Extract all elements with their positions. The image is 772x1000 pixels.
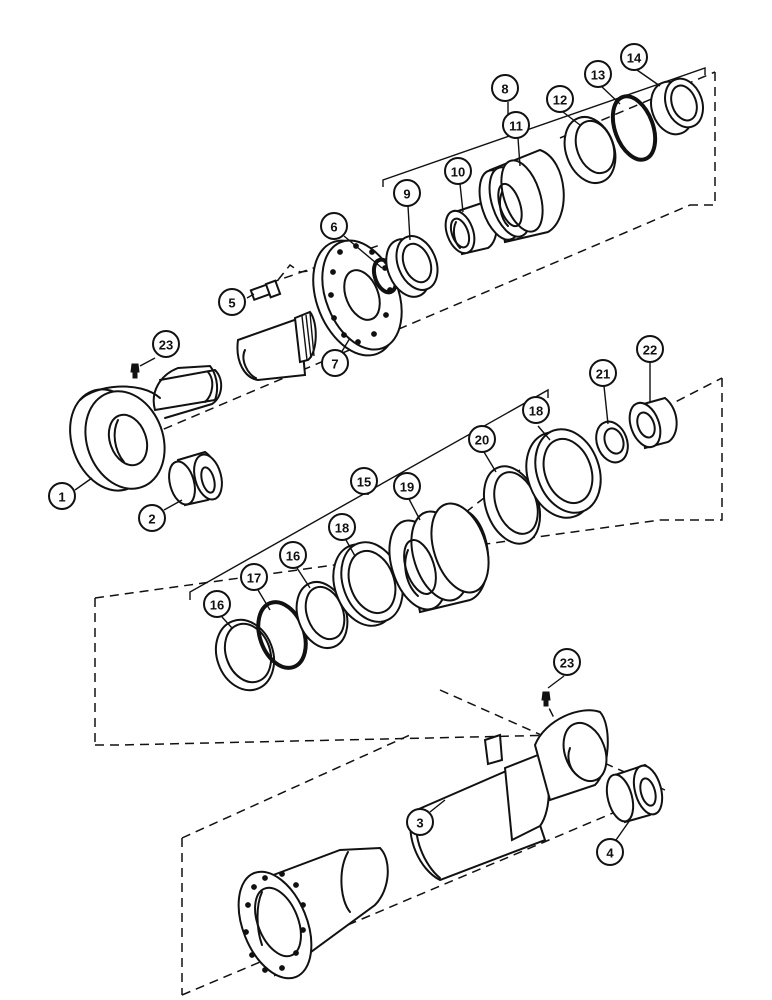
flange-part-7: [312, 239, 403, 357]
ring-part-14: [650, 77, 704, 136]
callout-15: 15: [350, 467, 378, 495]
svg-text:21: 21: [596, 367, 610, 382]
svg-text:18: 18: [335, 521, 349, 536]
callout-7: 7: [321, 349, 349, 377]
svg-text:20: 20: [475, 433, 489, 448]
cylinder-head-end: [237, 846, 389, 980]
bushing-part-4: [605, 763, 664, 824]
ring-part-9: [385, 235, 439, 298]
callout-12: 12: [546, 85, 574, 113]
svg-text:3: 3: [416, 816, 423, 831]
callout-18-lower: 18: [328, 513, 356, 541]
callout-23-top: 23: [152, 330, 180, 358]
svg-text:8: 8: [501, 82, 508, 97]
callout-14: 14: [620, 43, 648, 71]
callout-5: 5: [218, 288, 246, 316]
rod-eye-part-1: [69, 364, 223, 492]
o-ring-part-13: [610, 94, 658, 162]
svg-text:14: 14: [627, 51, 642, 66]
svg-text:22: 22: [643, 343, 657, 358]
callout-8: 8: [491, 74, 519, 102]
nut-part-22: [628, 396, 678, 450]
callout-21: 21: [589, 359, 617, 387]
svg-text:1: 1: [58, 490, 65, 505]
piston-part-19: [388, 502, 490, 614]
wear-ring-part-18-lower: [332, 541, 404, 627]
callout-19: 19: [393, 472, 421, 500]
svg-text:4: 4: [606, 846, 614, 861]
callout-2: 2: [138, 504, 166, 532]
svg-text:12: 12: [553, 93, 567, 108]
svg-text:10: 10: [451, 165, 465, 180]
svg-text:6: 6: [330, 220, 337, 235]
callout-13: 13: [584, 60, 612, 88]
bushing-part-2: [168, 450, 223, 507]
assembly-dashed-lines: [94, 71, 723, 996]
svg-text:15: 15: [357, 475, 371, 490]
callout-3: 3: [406, 808, 434, 836]
callout-18-upper: 18: [522, 396, 550, 424]
wear-ring-part-18-upper: [525, 428, 602, 519]
svg-text:23: 23: [159, 338, 173, 353]
callout-1: 1: [48, 482, 76, 510]
svg-text:5: 5: [228, 296, 235, 311]
svg-text:16: 16: [286, 549, 300, 564]
svg-text:16: 16: [210, 598, 224, 613]
ring-part-16-left: [214, 618, 276, 692]
callout-leaders: [74, 69, 661, 841]
callout-16-right: 16: [279, 541, 307, 569]
svg-text:9: 9: [403, 187, 410, 202]
callout-10: 10: [444, 157, 472, 185]
grease-fitting-part-23-bottom: [541, 691, 551, 707]
piston-rod: [236, 310, 317, 382]
grease-fitting-part-23-top: [130, 363, 140, 379]
callout-16-left: 16: [203, 590, 231, 618]
svg-text:19: 19: [400, 480, 414, 495]
callout-22: 22: [636, 335, 664, 363]
callout-6: 6: [320, 212, 348, 240]
gland-part-11: [478, 148, 565, 244]
svg-text:7: 7: [331, 357, 338, 372]
svg-text:23: 23: [560, 656, 574, 671]
callout-11: 11: [502, 111, 530, 139]
callout-9: 9: [393, 179, 421, 207]
svg-text:2: 2: [148, 512, 155, 527]
svg-text:11: 11: [509, 119, 523, 134]
ring-part-12: [563, 116, 617, 184]
callout-23-bottom: 23: [553, 648, 581, 676]
callout-4: 4: [596, 838, 624, 866]
cylinder-tube-part-3: [409, 709, 609, 882]
washer-part-21: [595, 420, 629, 464]
svg-text:13: 13: [591, 68, 605, 83]
svg-text:18: 18: [529, 404, 543, 419]
callout-17: 17: [240, 563, 268, 591]
svg-text:17: 17: [247, 571, 261, 586]
callout-20: 20: [468, 425, 496, 453]
